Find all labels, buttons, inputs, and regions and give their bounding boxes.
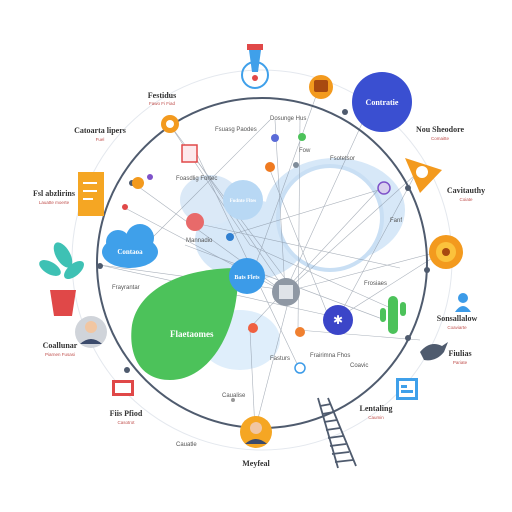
inner-labels: Fsuasg Paodes Dosunge Hus Fow Fsotetsor …: [112, 116, 402, 448]
screen-icon: [112, 380, 134, 396]
label-sub: Coiate: [459, 197, 473, 202]
inner-label: Frayrantar: [112, 285, 140, 291]
person-avatar-bottom: [240, 416, 272, 448]
label-title: Meyfeal: [242, 459, 270, 468]
cloud-bubble-label: Contaoa: [117, 248, 143, 256]
light-bubble: [223, 180, 263, 220]
small-blue-bubble: [229, 258, 265, 294]
label-title: Festidus: [148, 91, 176, 100]
label-title: Cavitauthy: [447, 186, 485, 195]
bird-icon: [420, 342, 448, 361]
label-title: Nou Sheodore: [416, 125, 465, 134]
inner-label: Foasdlig Fortec: [176, 176, 217, 182]
gear-sun-icon: [429, 235, 463, 269]
chart-screen-icon: [396, 378, 418, 400]
blue-bubble: [352, 72, 412, 132]
label-title: Catoarta lipers: [74, 126, 126, 135]
cactus-icon: [380, 296, 406, 334]
photo-icon: [279, 285, 293, 299]
label-sub: Casotrot: [117, 420, 135, 425]
inner-label: Fsotetsor: [330, 156, 355, 162]
label-sub: Caumin: [368, 415, 384, 420]
label-title: Sonsallalow: [437, 314, 478, 323]
light-bubble-label: Fodnte Fltes: [230, 199, 257, 204]
document-icon: [78, 172, 104, 216]
label-title: Coallunar: [43, 341, 78, 350]
inner-label: Frairimna Fhos: [310, 353, 350, 359]
label-title: Lentaling: [360, 404, 393, 413]
person-avatar-left: [75, 316, 107, 348]
inner-label: Caualise: [222, 393, 246, 399]
outer-labels: Festidus Fawo Fi Fiad Catoarta lipers Fu…: [33, 91, 485, 468]
label-sub: Coaviarte: [447, 325, 467, 330]
green-bubble-label: Flaetaomes: [170, 329, 214, 339]
label-sub: Fawo Fi Fiad: [149, 101, 176, 106]
inner-label: Coavic: [350, 363, 368, 369]
star-node: [323, 305, 353, 335]
label-title: Fiulias: [448, 349, 471, 358]
inner-label: Mannadio: [186, 238, 213, 244]
inner-label: Dosunge Hus: [270, 116, 306, 122]
inner-label: Fasturs: [270, 356, 290, 362]
small-blue-bubble-label: Bats Flets: [234, 275, 260, 281]
bag-icon: [314, 80, 328, 92]
blue-bubble-label: Contratie: [366, 98, 399, 107]
inner-icons: [122, 115, 391, 402]
label-sub: Pariate: [453, 360, 468, 365]
inner-label: Fsuasg Paodes: [215, 127, 257, 133]
label-title: Fsl abzlirins: [33, 189, 75, 198]
inner-label: Fanf: [390, 218, 402, 224]
label-sub: Piarnen Fusasi: [45, 352, 75, 357]
cloud-bubble: [102, 224, 158, 268]
star-icon: ✱: [333, 313, 343, 327]
inner-label: Frosiaes: [364, 281, 387, 287]
person-icon-right: [455, 293, 471, 312]
inner-label: Fow: [299, 148, 311, 154]
label-title: Fiis Pfiod: [110, 409, 143, 418]
pen-nib-icon: [241, 44, 269, 89]
green-bubble: [131, 268, 239, 380]
plant-icon: [39, 242, 84, 316]
central-ring: [276, 164, 384, 272]
label-sub: Fuel: [96, 137, 105, 142]
inner-label: Cauatle: [176, 442, 197, 448]
ladder-icon: [317, 397, 357, 469]
label-sub: Comaitte: [431, 136, 450, 141]
label-sub: Lauatte moerte: [39, 200, 70, 205]
